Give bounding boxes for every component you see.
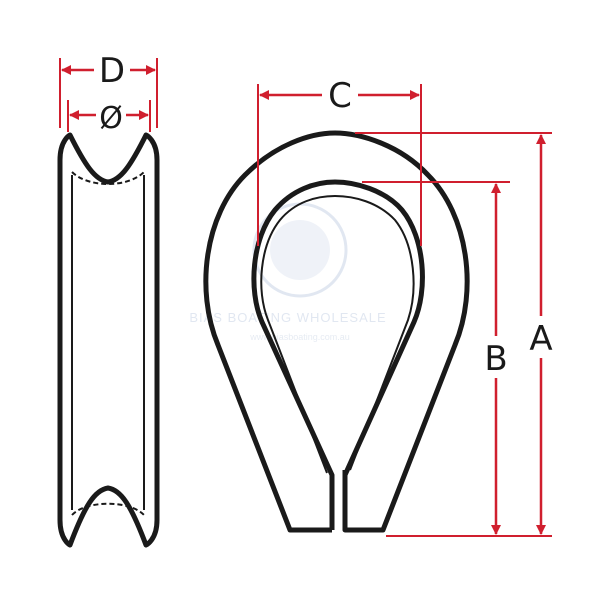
thimble-side-view bbox=[57, 132, 160, 548]
dimension-diameter: Ø bbox=[67, 98, 151, 136]
label-diameter: Ø bbox=[99, 101, 123, 136]
front-view-inner bbox=[251, 179, 425, 530]
dimension-d: D bbox=[59, 50, 158, 128]
label-c: C bbox=[328, 76, 352, 116]
dimension-c: C bbox=[257, 74, 422, 246]
label-a: A bbox=[529, 319, 552, 359]
dimension-b: B bbox=[362, 181, 552, 537]
dimension-a: A bbox=[355, 132, 559, 535]
watermark-line2: www.biasboating.com.au bbox=[249, 332, 350, 342]
label-d: D bbox=[99, 51, 125, 91]
side-view-outline bbox=[57, 132, 160, 548]
label-b: B bbox=[484, 339, 507, 379]
front-view-outer bbox=[203, 130, 470, 533]
watermark-line1: BIAS BOATING WHOLESALE bbox=[189, 310, 386, 325]
thimble-front-view bbox=[203, 130, 470, 533]
watermark: BIAS BOATING WHOLESALE www.biasboating.c… bbox=[189, 202, 386, 342]
